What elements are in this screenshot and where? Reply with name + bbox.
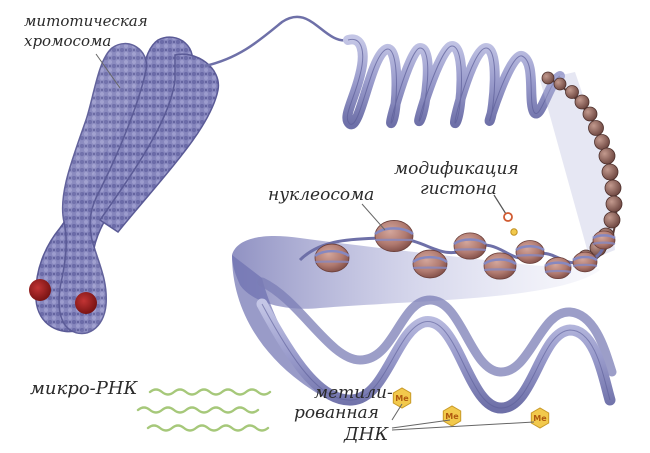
chromatin-bead (605, 195, 623, 213)
chromatin-bead (582, 106, 598, 122)
helix-strand-back (257, 277, 617, 377)
methyl-label: Me (445, 412, 459, 421)
nucleosome (412, 249, 448, 279)
chromatin-bead (553, 77, 567, 91)
label-histone-2: гистона (420, 179, 497, 199)
nucleosomes (314, 220, 616, 280)
nucleosome (572, 251, 598, 273)
ribbon-coil (342, 34, 565, 130)
micro-rna-strand (148, 388, 272, 396)
nucleosome (483, 252, 517, 280)
chromatin-bead (574, 94, 590, 110)
methyl-label: Me (395, 394, 409, 403)
nucleosome (544, 256, 572, 280)
bead-cone (540, 72, 615, 260)
nucleosome (453, 232, 487, 260)
chromatin-ribbon (342, 34, 565, 130)
chromatid-right (58, 42, 148, 335)
nucleosome (374, 220, 414, 252)
nucleosome (515, 240, 545, 264)
label-chromosome-2: хромосома (24, 32, 111, 50)
histone-modification-marker (493, 194, 518, 236)
leader-dna-2 (391, 419, 451, 429)
centromere-right (75, 292, 97, 314)
micro-rna-strands (136, 388, 272, 432)
leader-nucleosome (361, 203, 386, 231)
label-dna-1: метили- (314, 383, 393, 403)
chromatin-fiber (204, 15, 349, 68)
chromatin-bead (565, 85, 579, 99)
nucleosome (592, 230, 616, 250)
chromatin-bead (588, 120, 604, 136)
chromatid-upper-right (98, 53, 220, 234)
label-chromosome-1: митотическая (24, 12, 148, 30)
label-dna-3: ДНК (343, 424, 389, 445)
micro-rna-strand (146, 424, 270, 432)
leader-lines (95, 53, 535, 431)
methyl-tag: Me (442, 405, 462, 427)
centromere-left (29, 279, 51, 301)
label-nucleosome: нуклеосома (268, 185, 374, 205)
chromatin-bead (601, 163, 619, 181)
chromatin-bead (594, 134, 610, 150)
chromatin-bead (598, 147, 616, 165)
micro-rna-strand (136, 406, 260, 414)
helix-strand-front-edge (261, 303, 611, 409)
mitotic-chromosome (29, 36, 220, 335)
label-micro-rna: микро-РНК (30, 378, 139, 399)
chromatin-bead (541, 71, 555, 85)
leader-dna-3 (391, 421, 535, 431)
methyl-tag: Me (392, 387, 412, 409)
leader-chromosome (95, 53, 121, 89)
leader-dna-1 (391, 403, 403, 421)
ribbon-edge (346, 38, 561, 125)
nucleosome (314, 243, 350, 273)
label-dna-2: рованная (294, 403, 379, 423)
chromatin-bead (603, 211, 621, 229)
chromatin-bead (604, 179, 622, 197)
dna-double-helix (256, 277, 617, 414)
label-histone-1: модификация (394, 159, 519, 179)
methyl-label: Me (533, 414, 547, 423)
methyl-tag: Me (530, 407, 550, 429)
